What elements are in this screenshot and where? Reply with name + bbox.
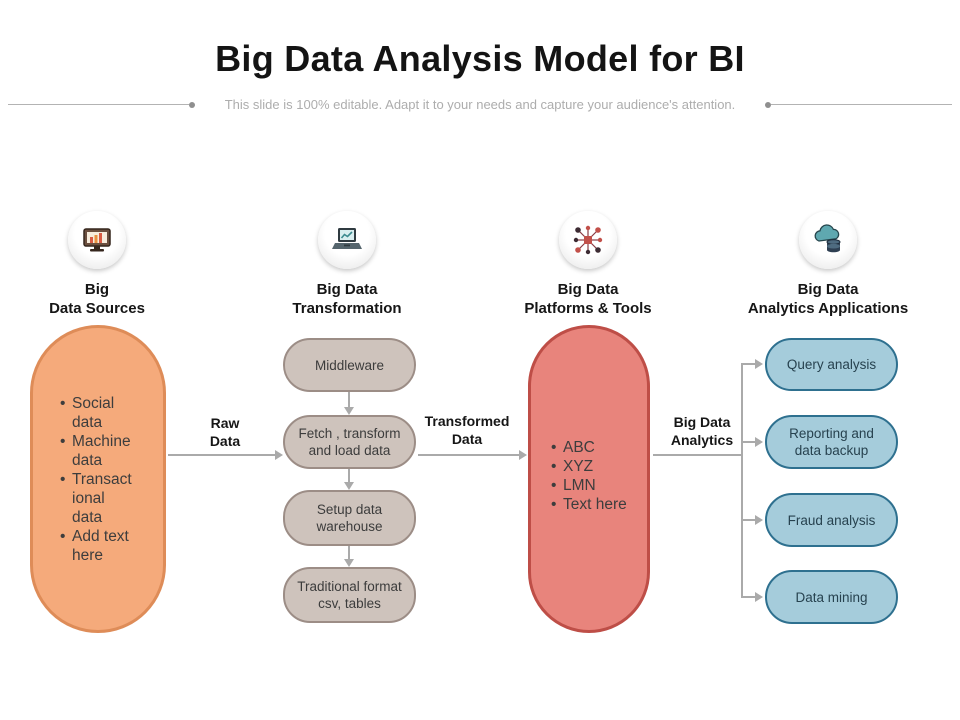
branch-line: [743, 519, 757, 521]
applications-heading-line2: Analytics Applications: [747, 300, 909, 317]
raw-data-label: Raw Data: [209, 415, 241, 449]
list-item: ABC: [551, 438, 641, 457]
application-box-fraud: Fraud analysis: [765, 493, 898, 547]
branch-line: [743, 363, 757, 365]
arrowhead-right: [755, 515, 763, 525]
connector-line: [348, 392, 350, 408]
subtitle-divider-line-right: [771, 104, 952, 105]
analytics-connector: [653, 454, 743, 456]
laptop-chart-icon: [332, 228, 362, 249]
cloud-database-icon: [814, 224, 841, 253]
arrowhead-down: [344, 407, 354, 415]
platforms-heading: Big Data Platforms & Tools: [488, 280, 688, 318]
applications-heading: Big Data Analytics Applications: [718, 280, 938, 318]
list-item: Machine data: [60, 432, 135, 470]
transformation-heading-line1: Big Data: [316, 281, 378, 298]
arrowhead-right: [519, 450, 527, 460]
sources-list: Social data Machine data Transactional d…: [33, 394, 163, 565]
branch-line: [743, 441, 757, 443]
sources-heading: Big Data Sources: [17, 280, 177, 318]
page-title: Big Data Analysis Model for BI: [215, 38, 745, 79]
arrowhead-down: [344, 559, 354, 567]
transformation-icon-circle: [318, 211, 376, 269]
slide-subtitle: This slide is 100% editable. Adapt it to…: [224, 97, 736, 112]
branch-line: [743, 596, 757, 598]
sources-heading-line1: Big: [84, 281, 110, 298]
sources-heading-line2: Data Sources: [49, 300, 145, 317]
monitor-chart-icon: [83, 228, 111, 252]
subtitle-row: This slide is 100% editable. Adapt it to…: [8, 97, 952, 112]
platforms-capsule: ABC XYZ LMN Text here: [528, 325, 650, 633]
connector-line: [348, 469, 350, 483]
applications-heading-line1: Big Data: [797, 281, 859, 298]
application-box-mining: Data mining: [765, 570, 898, 624]
transformation-step-traditional: Traditional format csv, tables: [283, 567, 416, 623]
platforms-heading-line2: Platforms & Tools: [524, 300, 652, 317]
arrowhead-right: [755, 437, 763, 447]
platforms-icon-circle: [559, 211, 617, 269]
platforms-list: ABC XYZ LMN Text here: [531, 438, 647, 514]
transformation-step-middleware: Middleware: [283, 338, 416, 392]
transformed-data-label: Transformed Data: [424, 413, 510, 447]
connector-line: [348, 546, 350, 560]
subtitle-divider-dot-right: [765, 101, 772, 108]
transformation-heading-line2: Transformation: [292, 300, 402, 317]
arrowhead-right: [755, 359, 763, 369]
application-box-reporting: Reporting and data backup: [765, 415, 898, 469]
subtitle-divider-line-left: [8, 104, 189, 105]
arrowhead-right: [755, 592, 763, 602]
list-item: XYZ: [551, 457, 641, 476]
arrowhead-down: [344, 482, 354, 490]
list-item: Transactional data: [60, 470, 135, 527]
application-box-query: Query analysis: [765, 338, 898, 391]
transformation-step-fetch: Fetch , transform and load data: [283, 415, 416, 469]
sources-icon-circle: [68, 211, 126, 269]
arrowhead-right: [275, 450, 283, 460]
analytics-label: Big Data Analytics: [670, 414, 734, 448]
list-item: Text here: [551, 495, 641, 514]
list-item: Social data: [60, 394, 135, 432]
raw-data-connector: [168, 454, 276, 456]
applications-icon-circle: [799, 211, 857, 269]
subtitle-divider-dot-left: [188, 101, 195, 108]
list-item: LMN: [551, 476, 641, 495]
analytics-spine: [741, 363, 743, 598]
transformation-step-warehouse: Setup data warehouse: [283, 490, 416, 546]
network-nodes-icon: [573, 225, 603, 255]
sources-capsule: Social data Machine data Transactional d…: [30, 325, 166, 633]
transformed-data-connector: [418, 454, 520, 456]
transformation-heading: Big Data Transformation: [257, 280, 437, 318]
platforms-heading-line1: Big Data: [557, 281, 619, 298]
list-item: Add text here: [60, 527, 135, 565]
